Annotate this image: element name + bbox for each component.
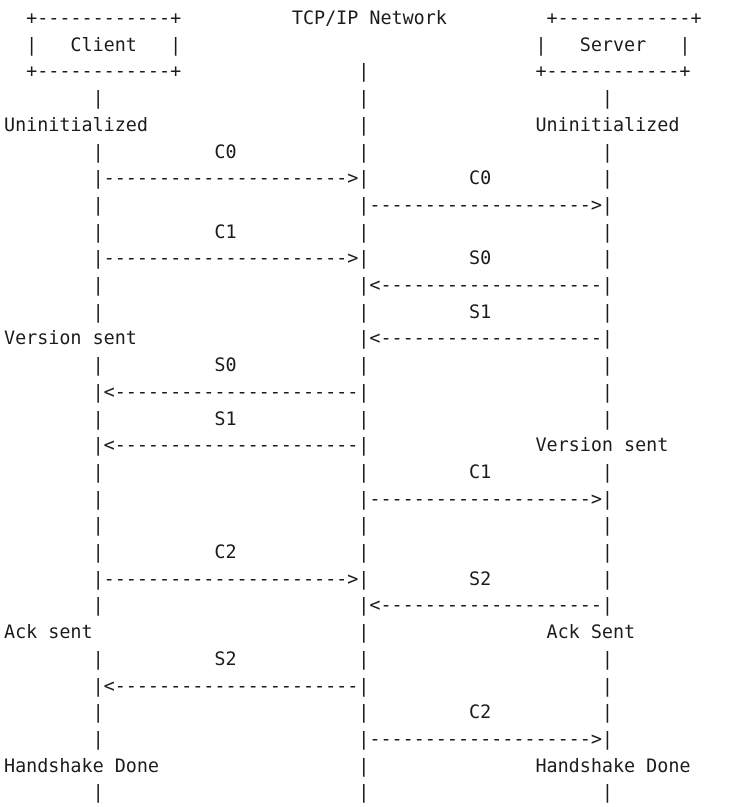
ascii-sequence-diagram: +------------+ TCP/IP Network +---------… — [4, 8, 702, 803]
